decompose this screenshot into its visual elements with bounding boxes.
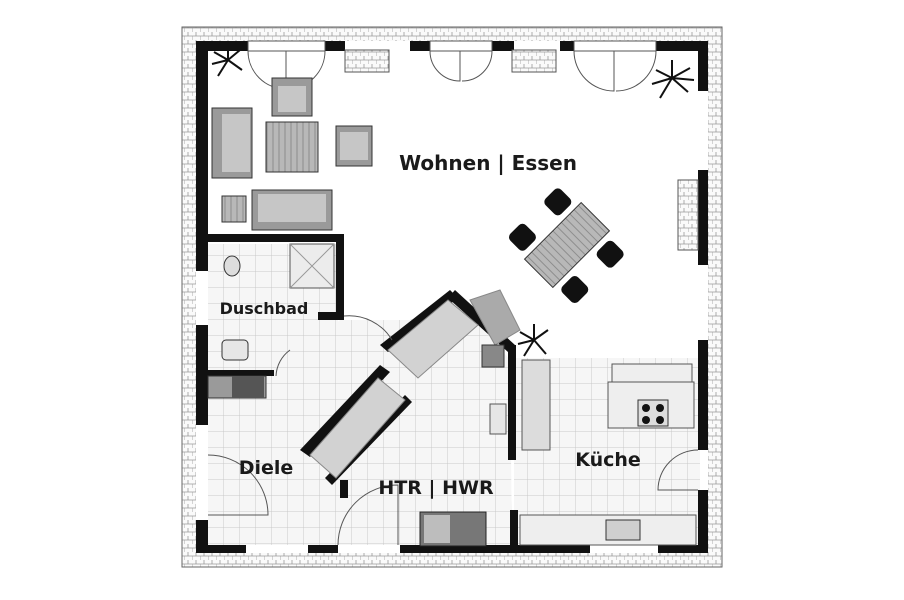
armchair-top <box>271 77 313 117</box>
heating-unit <box>419 511 487 547</box>
kitchen-fixtures <box>481 344 697 546</box>
armchair-right <box>335 125 373 167</box>
room-label-kueche: Küche <box>575 449 641 471</box>
sofa-left <box>211 107 253 179</box>
side-table <box>221 195 247 223</box>
staircase <box>309 289 521 479</box>
top-windows <box>247 40 699 251</box>
room-label-wohnen: Wohnen | Essen <box>399 151 577 175</box>
bathroom-fixtures <box>207 243 335 399</box>
plant-icon <box>651 60 695 99</box>
door-swings <box>207 50 699 546</box>
living-room-furniture <box>211 46 695 357</box>
dining-set <box>508 188 624 304</box>
plant-icon <box>211 46 243 77</box>
coffee-table <box>265 121 319 173</box>
room-label-duschbad: Duschbad <box>220 299 309 318</box>
plant-icon <box>517 324 549 357</box>
room-label-htr: HTR | HWR <box>378 477 494 499</box>
sofa-bottom <box>251 189 333 231</box>
room-label-diele: Diele <box>239 457 294 479</box>
